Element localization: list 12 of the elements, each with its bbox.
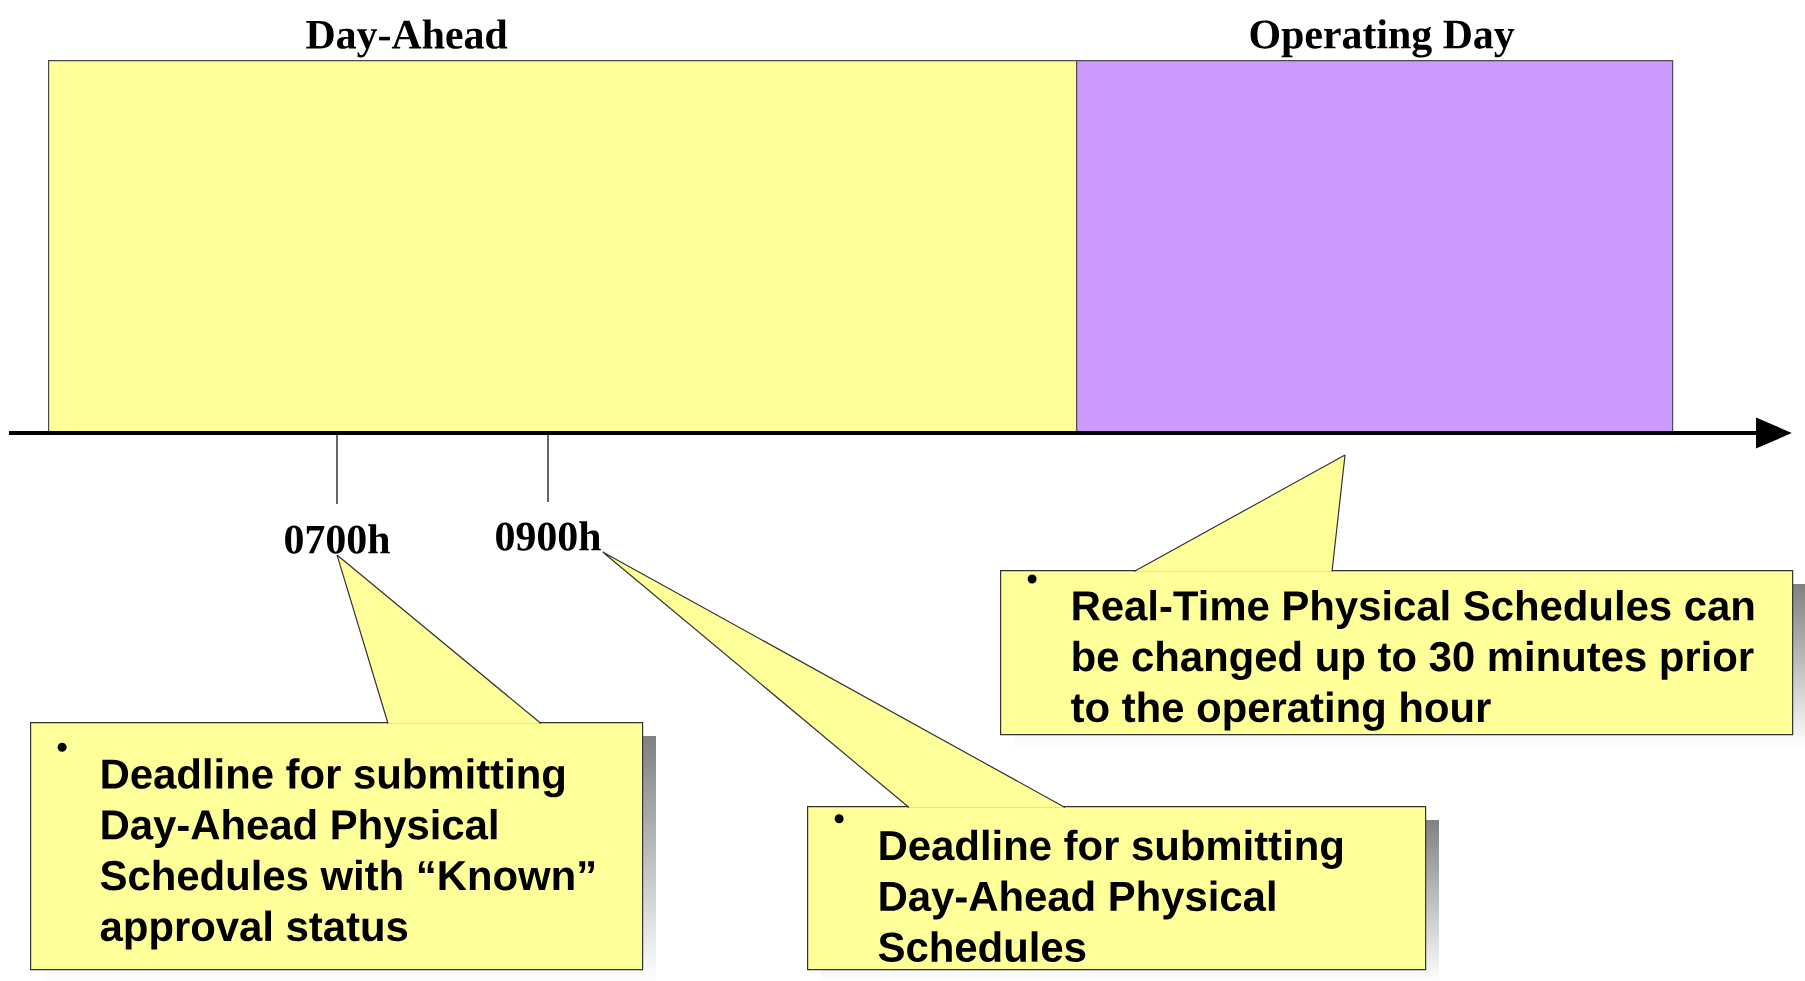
time-label: 0700h: [285, 524, 390, 554]
callout-box: Real-Time Physical Schedules can be changed up to 30 minutes prior to the operating hour: [1000, 570, 1805, 748]
callout-pointer: [336, 554, 542, 725]
callout-pointer: [602, 551, 1066, 809]
callout-box: Deadline for submitting Day-Ahead Physical Schedules with “Known” approval status: [30, 722, 656, 981]
node-label: Operating Day: [1250, 19, 1515, 58]
node-label: Day-Ahead: [306, 19, 508, 58]
timeline-band: Operating Day: [1076, 19, 1674, 434]
callout-pointer: [1133, 454, 1346, 573]
timeline-band: Day-Ahead: [48, 19, 1078, 434]
callout-box: Deadline for submitting Day-Ahead Physical Schedules: [807, 806, 1439, 981]
time-label: 0900h: [496, 521, 601, 551]
